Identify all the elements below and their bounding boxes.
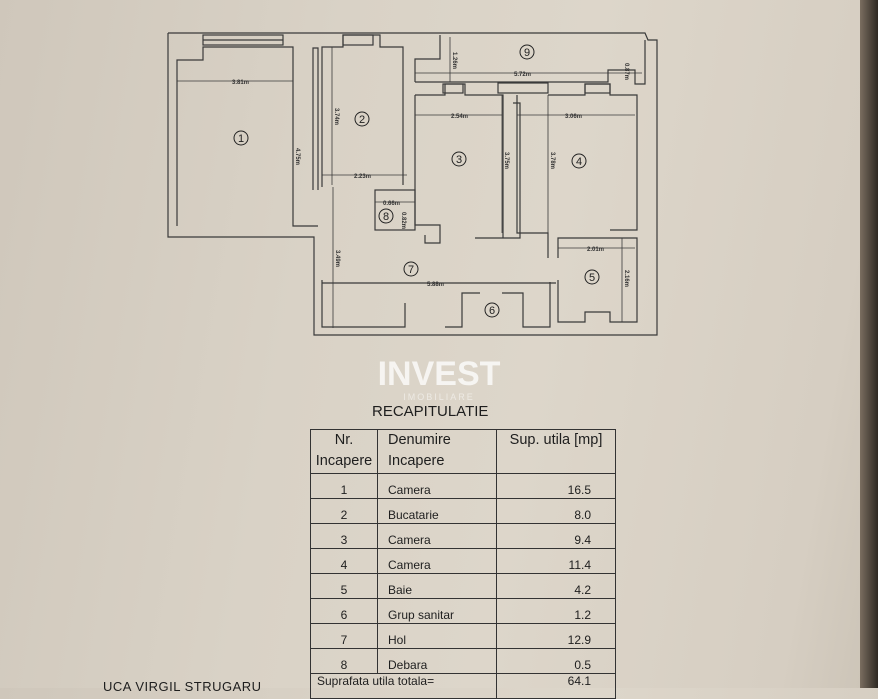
cell-nr: 3: [310, 523, 378, 549]
total-label: Suprafata utila totala=: [310, 673, 497, 699]
room-label-7: 7: [408, 264, 414, 276]
cell-area: 11.4: [496, 548, 616, 574]
cell-name: Debara: [377, 648, 497, 674]
header-nr: Nr. Incapere: [310, 429, 378, 474]
address-text: UCA VIRGIL STRUGARU: [103, 679, 262, 694]
cell-nr: 4: [310, 548, 378, 574]
cell-nr: 1: [310, 473, 378, 499]
total-value: 64.1: [496, 673, 616, 699]
dim-r7-width: 5.88m: [427, 282, 444, 288]
room-label-5: 5: [589, 272, 595, 284]
room-label-1: 1: [238, 133, 244, 145]
cell-nr: 6: [310, 598, 378, 624]
dim-r5-width: 2.01m: [587, 247, 604, 253]
cell-area: 0.5: [496, 648, 616, 674]
room-label-6: 6: [489, 305, 495, 317]
cell-area: 4.2: [496, 573, 616, 599]
page-edge-shadow: [860, 0, 878, 688]
cell-area: 16.5: [496, 473, 616, 499]
cell-nr: 5: [310, 573, 378, 599]
cell-area: 12.9: [496, 623, 616, 649]
dim-r9-small: 0.87m: [623, 63, 629, 80]
walls: [167, 32, 658, 336]
room-label-4: 4: [576, 156, 582, 168]
cell-name: Camera: [377, 548, 497, 574]
dim-r7-height: 3.49m: [334, 250, 340, 267]
cell-name: Camera: [377, 473, 497, 499]
cell-name: Bucatarie: [377, 498, 497, 524]
cell-name: Grup sanitar: [377, 598, 497, 624]
cell-name: Hol: [377, 623, 497, 649]
dim-r2-height: 3.74m: [333, 108, 339, 125]
cell-name: Baie: [377, 573, 497, 599]
header-area: Sup. utila [mp]: [496, 429, 616, 474]
dimension-lines: [177, 37, 642, 328]
cell-nr: 7: [310, 623, 378, 649]
dim-r9-height: 1.26m: [451, 52, 457, 69]
dim-r8-height: 0.82m: [400, 212, 406, 229]
cell-nr: 8: [310, 648, 378, 674]
watermark-sub: IMOBILIARE: [403, 392, 475, 402]
cell-nr: 2: [310, 498, 378, 524]
table-total-row: Suprafata utila totala= 64.1: [310, 673, 616, 699]
cell-name: Camera: [377, 523, 497, 549]
header-name: Denumire Incapere: [377, 429, 497, 474]
dim-r1-height: 4.75m: [294, 148, 300, 165]
room-label-9: 9: [524, 47, 530, 59]
dim-r3-height: 3.75m: [503, 152, 509, 169]
room-label-8: 8: [383, 211, 389, 223]
cell-area: 8.0: [496, 498, 616, 524]
dim-r4-height: 3.78m: [549, 152, 555, 169]
watermark-brand: INVEST: [377, 355, 501, 393]
table-title: RECAPITULATIE: [372, 403, 489, 420]
room-label-3: 3: [456, 154, 462, 166]
watermark-logo: INVEST IMOBILIARE: [366, 356, 512, 402]
dim-r8-width: 0.66m: [383, 201, 400, 207]
room-label-2: 2: [359, 114, 365, 126]
cell-area: 9.4: [496, 523, 616, 549]
table-header-row: Nr. Incapere Denumire Incapere Sup. util…: [310, 429, 616, 474]
dim-r2-width: 2.23m: [354, 174, 371, 180]
dim-r9-width: 5.72m: [514, 72, 531, 78]
room-summary-table: Nr. Incapere Denumire Incapere Sup. util…: [310, 429, 616, 699]
dim-r4-width: 3.06m: [565, 114, 582, 120]
cell-area: 1.2: [496, 598, 616, 624]
dim-r3-width: 2.54m: [451, 114, 468, 120]
dim-r1-width: 3.81m: [232, 80, 249, 86]
dim-r5-height: 2.16m: [623, 270, 629, 287]
